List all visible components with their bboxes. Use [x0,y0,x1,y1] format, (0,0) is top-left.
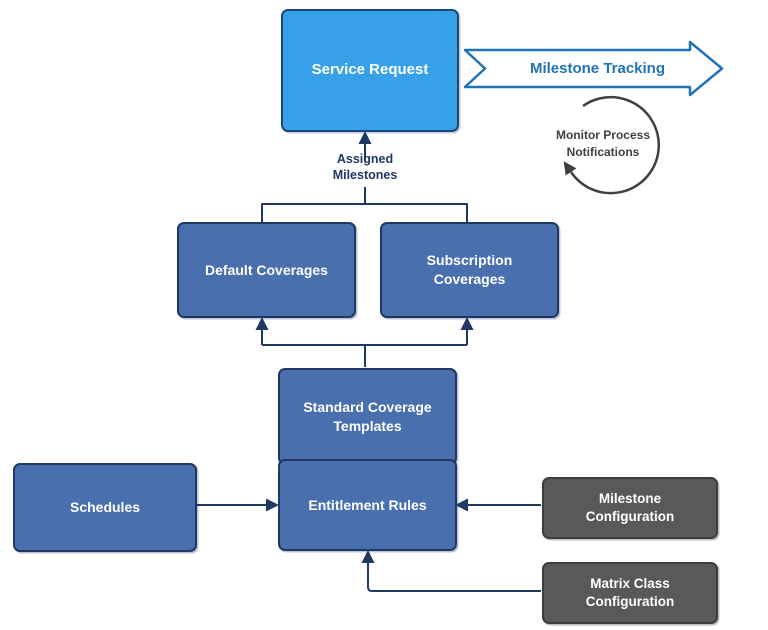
default-coverages-box: Default Coverages [177,222,356,318]
connector-matrixclass-to-entitlement [361,550,541,592]
milestone-tracking-banner [463,40,724,97]
connector-templates-split-bracket [262,344,467,367]
monitor-process-notifications-label: Monitor Process Notifications [555,128,651,159]
milestone-tracking-label: Milestone Tracking [529,60,666,77]
connector-coverages-merge-bracket [261,187,468,222]
schedules-box: Schedules [13,463,197,552]
standard-coverage-templates-box: Standard Coverage Templates [278,368,457,465]
milestone-configuration-box: Milestone Configuration [542,477,718,539]
circular-arrow-icon [563,95,660,195]
entitlement-rules-box: Entitlement Rules [278,459,457,551]
subscription-coverages-box: Subscription Coverages [380,222,559,318]
service-request-box: Service Request [281,9,459,132]
matrix-class-configuration-box: Matrix Class Configuration [542,562,718,624]
assigned-milestones-label: Assigned Milestones [332,152,398,183]
